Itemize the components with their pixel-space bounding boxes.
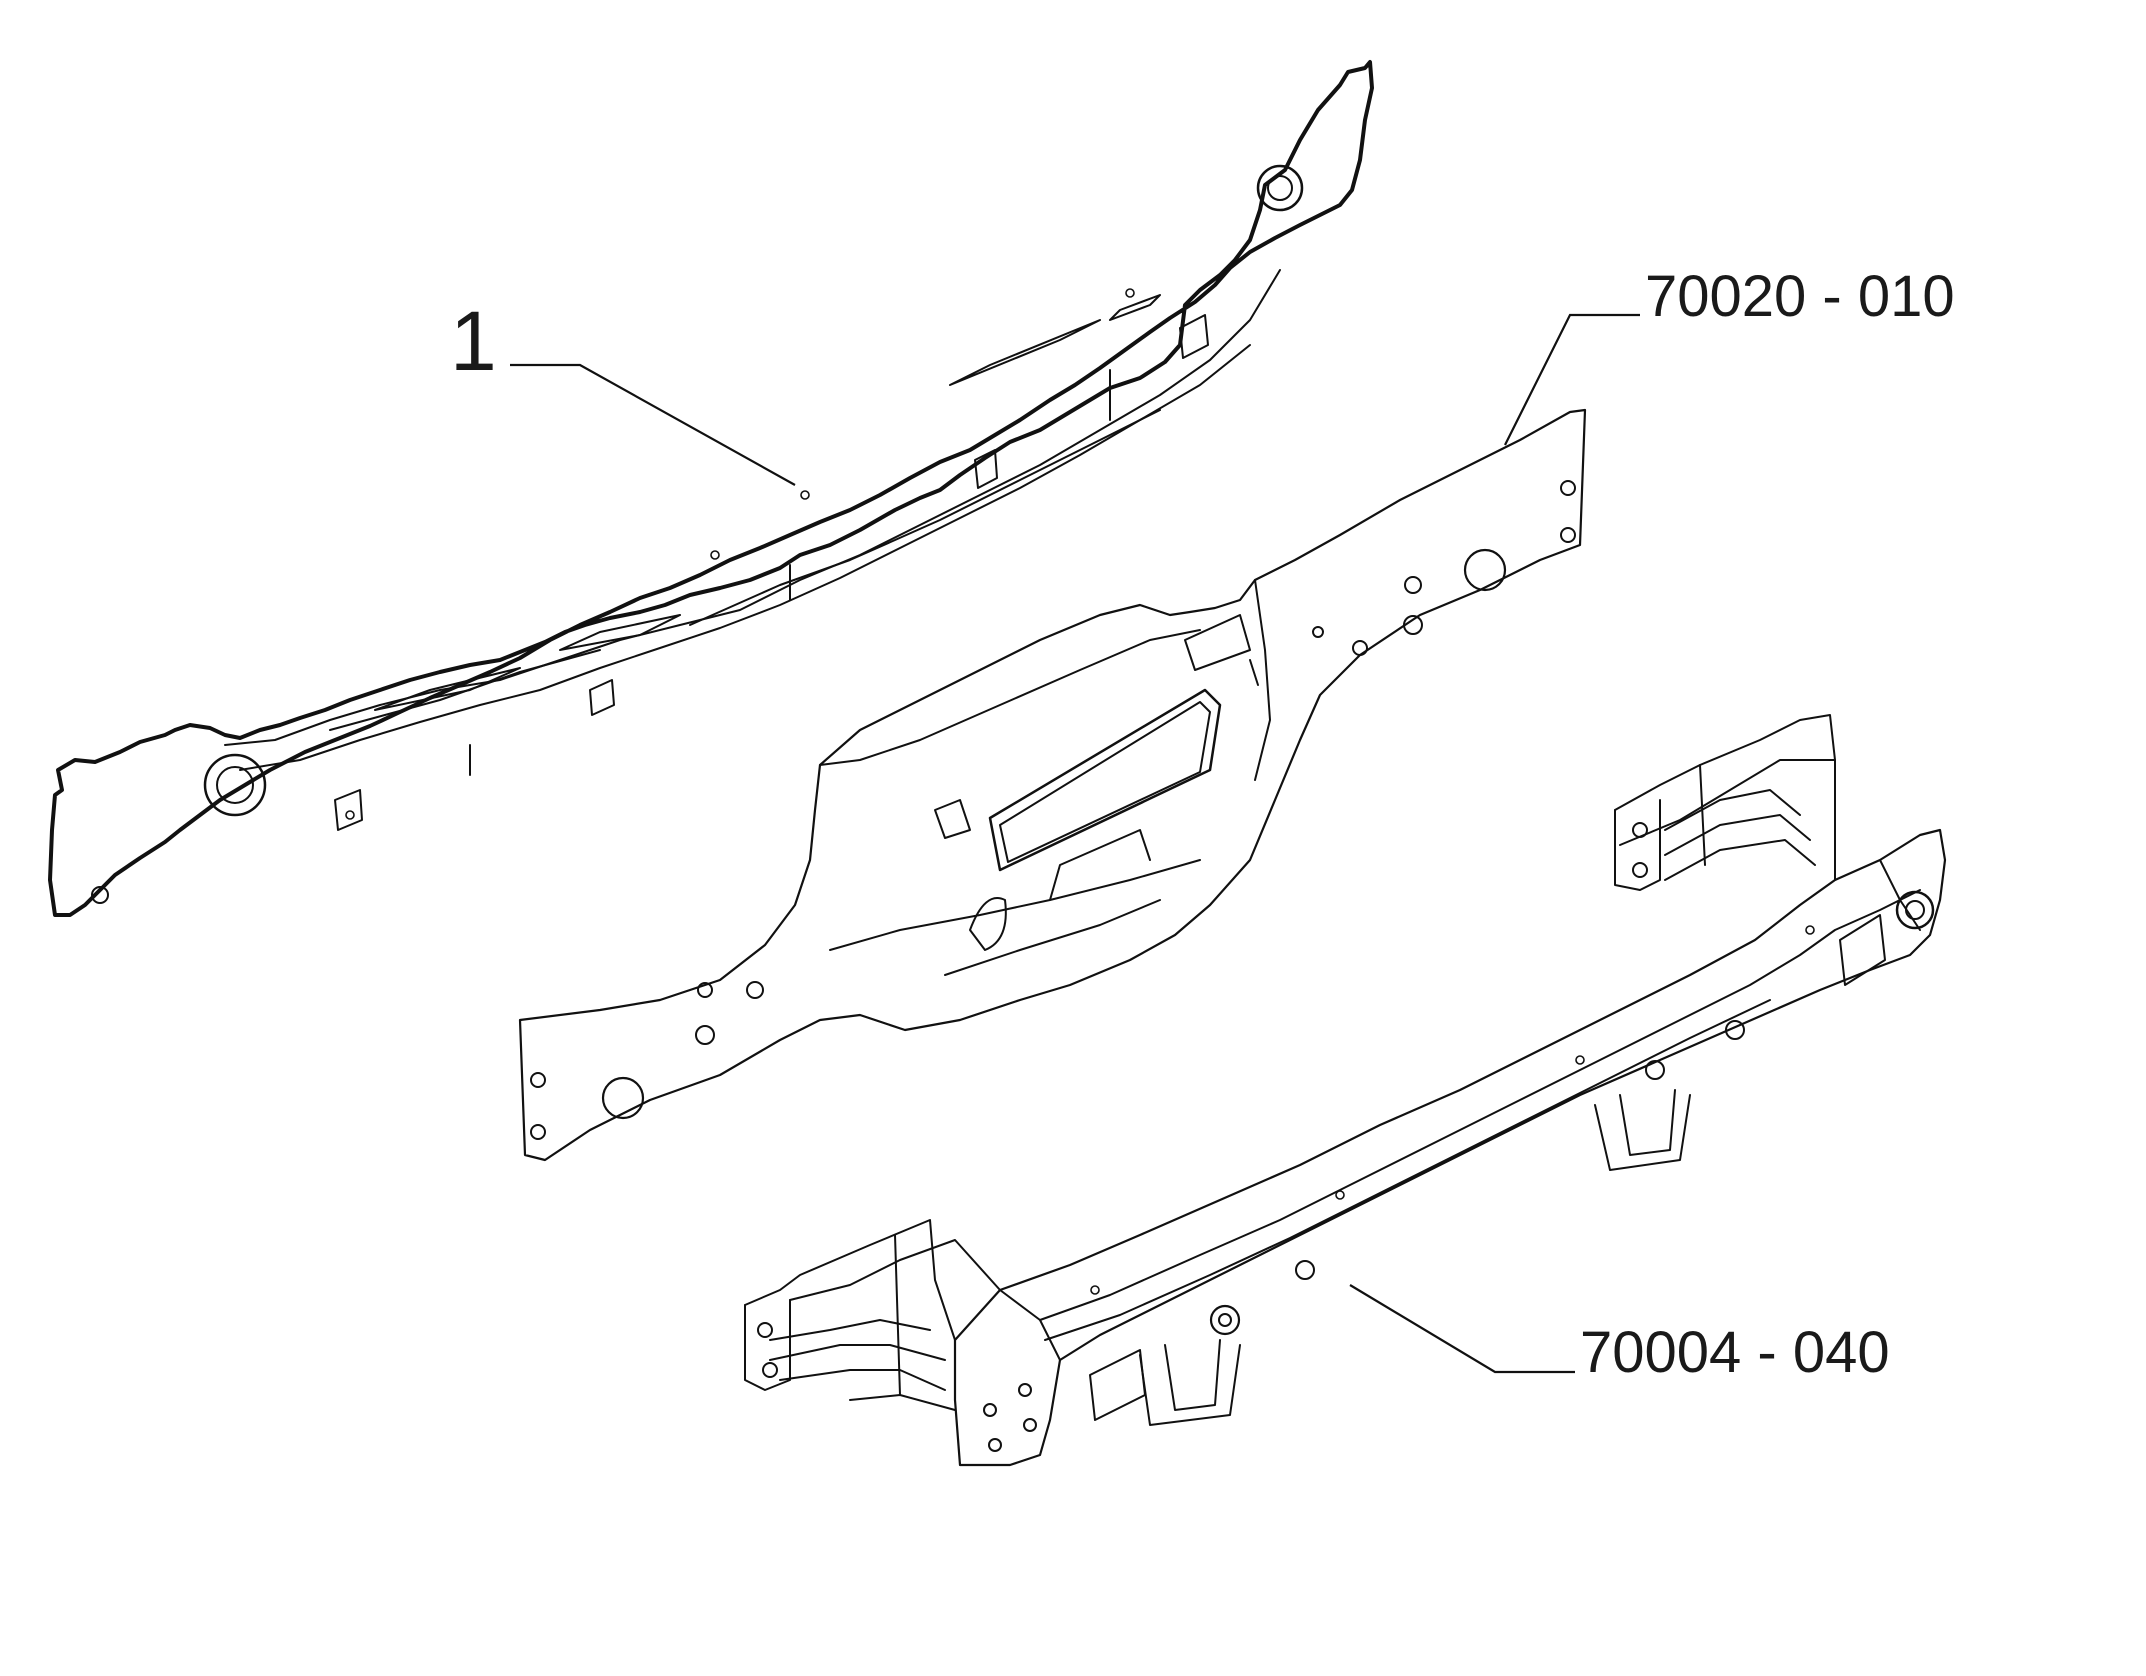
part-70020-010-plate	[518, 408, 1587, 1162]
callout-part-70020-010: 70020 - 010	[1645, 264, 1955, 329]
leader-line-part-beam	[1349, 1284, 1575, 1374]
callout-part-1: 1	[450, 294, 497, 388]
leader-line-part-plate	[1504, 313, 1640, 446]
leader-line-part-1	[510, 363, 796, 486]
callout-part-70004-040: 70004 - 040	[1580, 1320, 1890, 1385]
part-1-cross-member	[48, 60, 1374, 917]
part-70004-040-beam	[744, 714, 1947, 1467]
